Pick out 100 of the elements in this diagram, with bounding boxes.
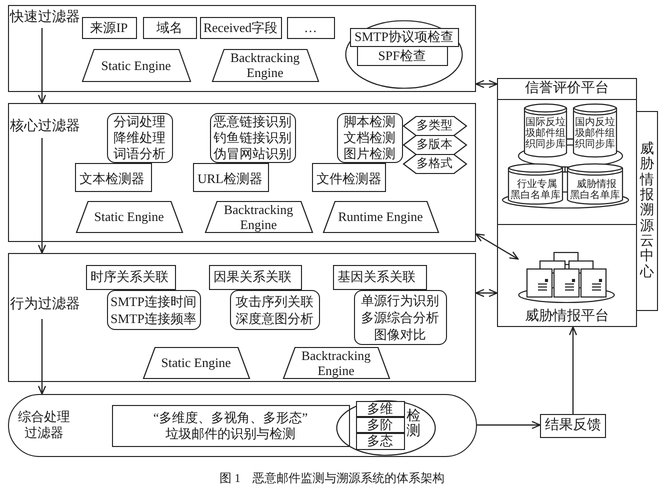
panel-title: 快速过滤器 [10,10,80,25]
item-label: … [304,20,317,36]
filter-panel [8,5,476,92]
relation-box [208,264,302,290]
relation-label: 时序关系关联 [90,268,168,284]
detector-box [192,162,268,192]
detector-box [74,162,152,192]
statement-text: “多维度、多视角、多形态”垃圾邮件的识别与检测 [152,410,309,442]
list-item: 单源行为识别 [361,292,439,308]
list-item: 分词处理 [114,114,166,130]
list-box [210,112,296,162]
panel-title: 威胁情报平台 [525,309,609,324]
cylinder-label: 行业专属黑白名单库 [510,179,561,201]
figure-caption: 图 1 恶意邮件监测与溯源系统的体系架构 [220,471,444,485]
cylinder-label: 国际反垃圾邮件组织同步库 [525,117,566,150]
tag-hexagon [402,134,466,154]
item-box [356,432,404,450]
database-cylinder [573,103,617,158]
engine-label: Runtime Engine [338,209,423,224]
detection-ellipse [336,400,436,456]
list-box [354,290,446,344]
list-box [106,290,200,330]
item-label: 多阶 [367,416,393,432]
cylinder-label: 国内反垃圾邮件组织同步库 [574,117,616,150]
engine-trapezoid [76,200,182,232]
item-label: 来源IP [90,20,128,36]
item-label: 多态 [367,433,393,449]
engine-label: Static Engine [101,58,171,72]
engine-trapezoid [212,48,318,82]
item-label: 多维 [367,400,393,416]
vertical-label: 检测 [406,408,420,440]
arrow [38,242,46,254]
arrow [38,92,46,104]
detector-label: 文本检测器 [80,170,144,186]
list-item: SMTP连接时间 [110,292,196,310]
panel-title: 综合处理过滤器 [17,409,71,441]
database-cylinder [508,163,563,205]
list-item: 恶意链接识别 [214,114,292,130]
vertical-label: 威胁情报溯源云中心 [640,142,654,280]
engine-trapezoid [282,346,390,378]
item-label: 域名 [156,20,182,36]
arrow [38,382,46,395]
platform-panel [497,224,637,327]
list-box [106,112,172,162]
list-box [336,112,402,162]
item-box [356,416,404,432]
filter-panel [8,253,476,382]
item-label: 结果反馈 [545,418,601,434]
engine-label: Static Engine [94,209,164,224]
tag-label: 多类型 [416,118,452,133]
double-arrow [475,288,498,298]
group-ellipse [344,20,462,88]
connector-line [567,138,573,140]
item-box [540,414,606,438]
list-item: 文档检测 [344,130,396,146]
double-arrow [475,233,519,260]
panel-header: 信誉评价平台 [498,79,636,100]
detector-label: 文件检测器 [316,170,382,186]
item-box [82,16,136,38]
list-item: 多源综合分析 [361,308,439,326]
platform-panel [497,78,637,225]
engine-label: Backtracking Engine [230,50,300,80]
statement-box [112,404,350,446]
engine-label: Backtracking Engine [301,348,371,378]
list-item: 图像对比 [374,326,426,342]
engine-trapezoid [204,200,312,232]
list-item: SMTP连接频率 [110,310,196,326]
item-label: Received字段 [203,20,278,36]
database-cylinder [567,163,623,205]
servers-icon [518,252,615,303]
engine-trapezoid [82,48,190,82]
database-cylinder [524,103,567,158]
relation-box [332,264,426,290]
list-item: 深度意图分析 [236,310,314,326]
tag-label: 多格式 [416,156,452,171]
item-box [286,16,334,38]
detector-box [312,162,386,192]
item-box [142,16,196,38]
list-box [230,290,320,330]
double-arrow [475,80,498,88]
engine-trapezoid [142,346,250,378]
connector-line [563,171,567,173]
tag-hexagon [402,116,466,136]
list-item: 图片检测 [344,146,396,162]
engine-label: Backtracking Engine [224,202,294,232]
engine-label: Static Engine [161,355,231,370]
filter-pill [8,394,477,457]
list-item: 降维处理 [114,130,166,146]
arrow [568,326,578,414]
item-label: SPF检查 [378,48,426,64]
panel-title: 核心过滤器 [10,119,80,134]
panel-title: 行为过滤器 [10,297,80,312]
list-item: 攻击序列关联 [236,292,314,310]
arrow [477,420,541,430]
item-box [356,46,448,66]
item-box [350,28,458,46]
list-item: 脚本检测 [344,114,396,130]
list-item: 伪冒网站识别 [214,146,292,162]
engine-trapezoid [322,200,438,232]
filter-panel [8,103,476,242]
